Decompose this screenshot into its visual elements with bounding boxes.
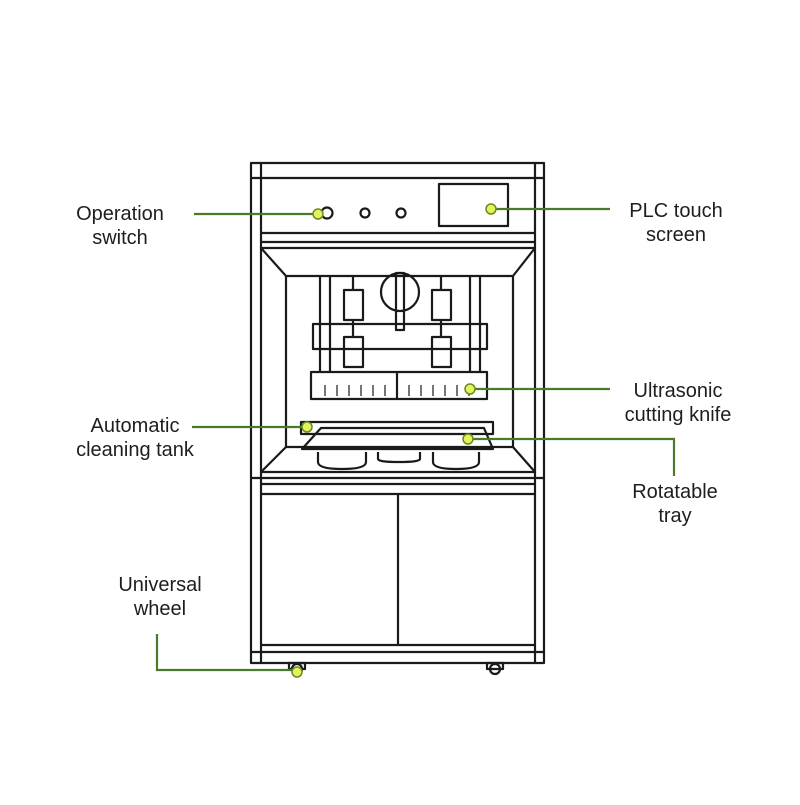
plc-screen-frame bbox=[437, 182, 510, 228]
marker-operation-switch bbox=[312, 208, 324, 220]
center-gauge bbox=[379, 271, 421, 313]
leader-rotatable-tray bbox=[468, 437, 676, 476]
chamber-bottom-bevel bbox=[259, 445, 537, 474]
marker-universal-wheel bbox=[291, 666, 303, 678]
crossbar bbox=[311, 322, 489, 351]
marker-automatic-cleaning-tank bbox=[301, 421, 313, 433]
chamber-top-bevel bbox=[259, 246, 537, 278]
marker-rotatable-tray bbox=[462, 433, 474, 445]
tray bbox=[300, 426, 495, 451]
knife-block bbox=[309, 370, 489, 401]
marker-ultrasonic-cutting-knife bbox=[464, 383, 476, 395]
cabinet-frame bbox=[249, 161, 546, 665]
button-2 bbox=[359, 207, 371, 219]
leader-universal-wheel bbox=[155, 634, 297, 672]
marker-plc-touch-screen bbox=[485, 203, 497, 215]
right-wheel bbox=[488, 662, 502, 676]
button-3 bbox=[395, 207, 407, 219]
